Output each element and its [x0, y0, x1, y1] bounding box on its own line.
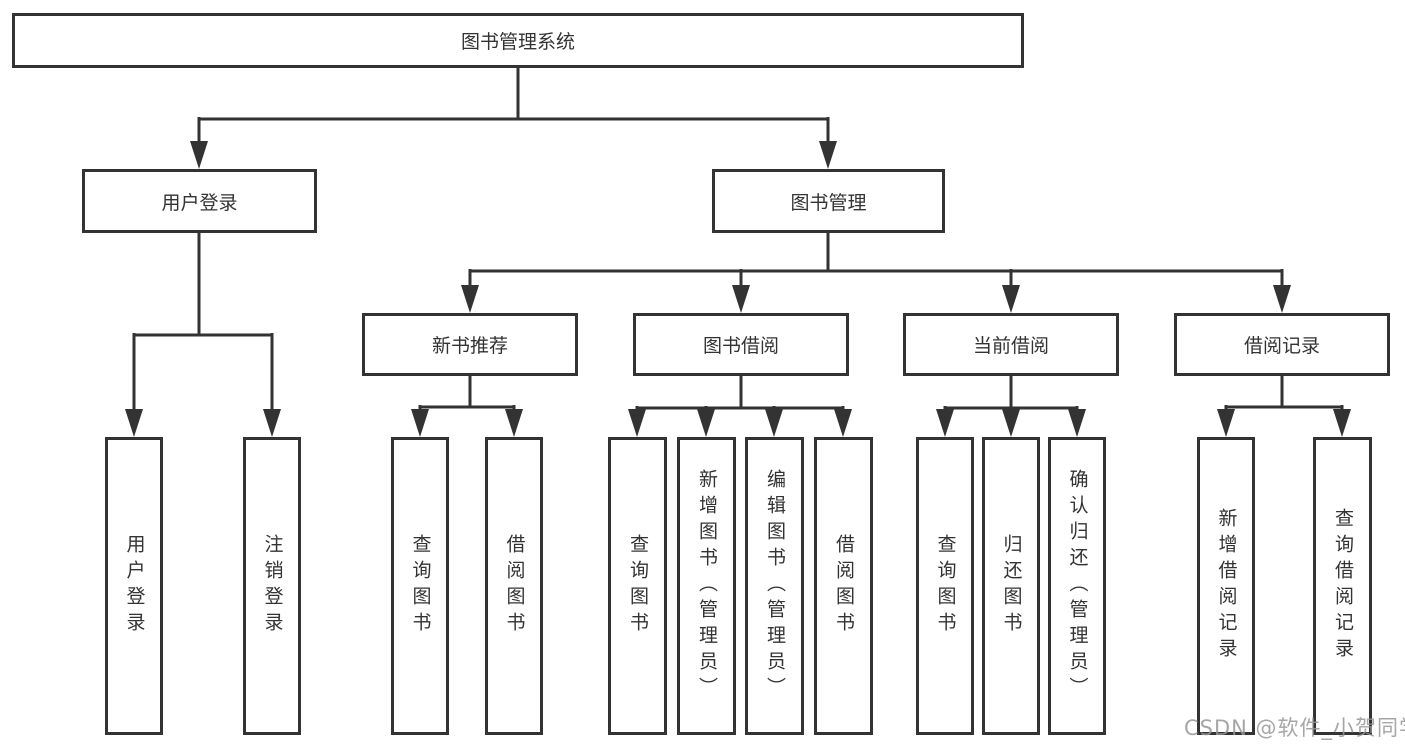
csdn-watermark: CSDN @软件_小贺同学	[1184, 716, 1405, 740]
arrowheads-user-login	[125, 409, 281, 437]
leaf-cb-return-books: 归还图书	[982, 437, 1040, 735]
leaf-bb-add-books-admin: 新增图书（管理员）	[677, 437, 736, 735]
arrowheads-current-borrow	[936, 409, 1086, 437]
edges-root-to-level2	[197, 68, 830, 162]
node-user-login: 用户登录	[82, 169, 317, 233]
leaf-cb-confirm-return-admin: 确认归还（管理员）	[1048, 437, 1106, 735]
leaf-bb-add-books-admin-label: 新增图书（管理员）	[695, 469, 718, 703]
leaf-bb-edit-books-admin-label: 编辑图书（管理员）	[763, 469, 786, 703]
arrowheads-book-borrow	[628, 409, 852, 437]
node-borrow-records: 借阅记录	[1174, 313, 1390, 376]
node-user-login-label: 用户登录	[161, 191, 238, 214]
leaf-br-add-record-label: 新增借阅记录	[1215, 508, 1238, 664]
leaf-bb-borrow-books-label: 借阅图书	[832, 534, 855, 638]
node-book-borrow: 图书借阅	[633, 313, 849, 376]
node-new-book-recommend: 新书推荐	[362, 313, 578, 376]
leaf-bb-query-books: 查询图书	[608, 437, 667, 735]
node-borrow-records-label: 借阅记录	[1243, 335, 1320, 357]
node-current-borrow-label: 当前借阅	[972, 335, 1049, 357]
leaf-br-query-record: 查询借阅记录	[1313, 437, 1372, 735]
leaf-nb-borrow-books-label: 借阅图书	[503, 534, 526, 638]
leaf-nb-query-books: 查询图书	[391, 437, 449, 735]
leaf-bb-edit-books-admin: 编辑图书（管理员）	[745, 437, 804, 735]
edges-book-mgmt	[468, 233, 1284, 306]
leaf-logout: 注销登录	[243, 437, 301, 735]
leaf-br-add-record: 新增借阅记录	[1197, 437, 1255, 735]
node-root-label: 图书管理系统	[460, 31, 575, 53]
arrowheads-new-book-recommend	[411, 409, 523, 437]
leaf-nb-borrow-books: 借阅图书	[485, 437, 543, 735]
leaf-cb-return-books-label: 归还图书	[1000, 534, 1023, 638]
leaf-user-login-label: 用户登录	[123, 534, 146, 638]
leaf-cb-query-books: 查询图书	[916, 437, 974, 735]
leaf-logout-label: 注销登录	[261, 534, 284, 638]
leaf-cb-confirm-return-admin-label: 确认归还（管理员）	[1066, 469, 1089, 703]
node-book-management-label: 图书管理	[790, 191, 867, 214]
leaf-bb-query-books-label: 查询图书	[626, 534, 649, 638]
node-root-system: 图书管理系统	[12, 13, 1024, 68]
node-book-borrow-label: 图书借阅	[702, 335, 779, 357]
leaf-bb-borrow-books: 借阅图书	[814, 437, 873, 735]
arrowheads-book-mgmt	[461, 285, 1291, 313]
node-book-management: 图书管理	[712, 169, 945, 233]
edges-borrow-records	[1224, 376, 1344, 430]
node-new-book-recommend-label: 新书推荐	[431, 335, 508, 357]
edges-book-borrow	[635, 376, 845, 430]
leaf-cb-query-books-label: 查询图书	[934, 534, 957, 638]
leaf-nb-query-books-label: 查询图书	[409, 534, 432, 638]
edges-new-book-recommend	[418, 376, 516, 430]
arrowheads-root-to-level2	[190, 141, 837, 169]
node-current-borrow: 当前借阅	[903, 313, 1119, 376]
leaf-br-query-record-label: 查询借阅记录	[1331, 508, 1354, 664]
edges-user-login	[132, 233, 274, 430]
leaf-user-login: 用户登录	[105, 437, 163, 735]
arrowheads-borrow-records	[1217, 409, 1351, 437]
